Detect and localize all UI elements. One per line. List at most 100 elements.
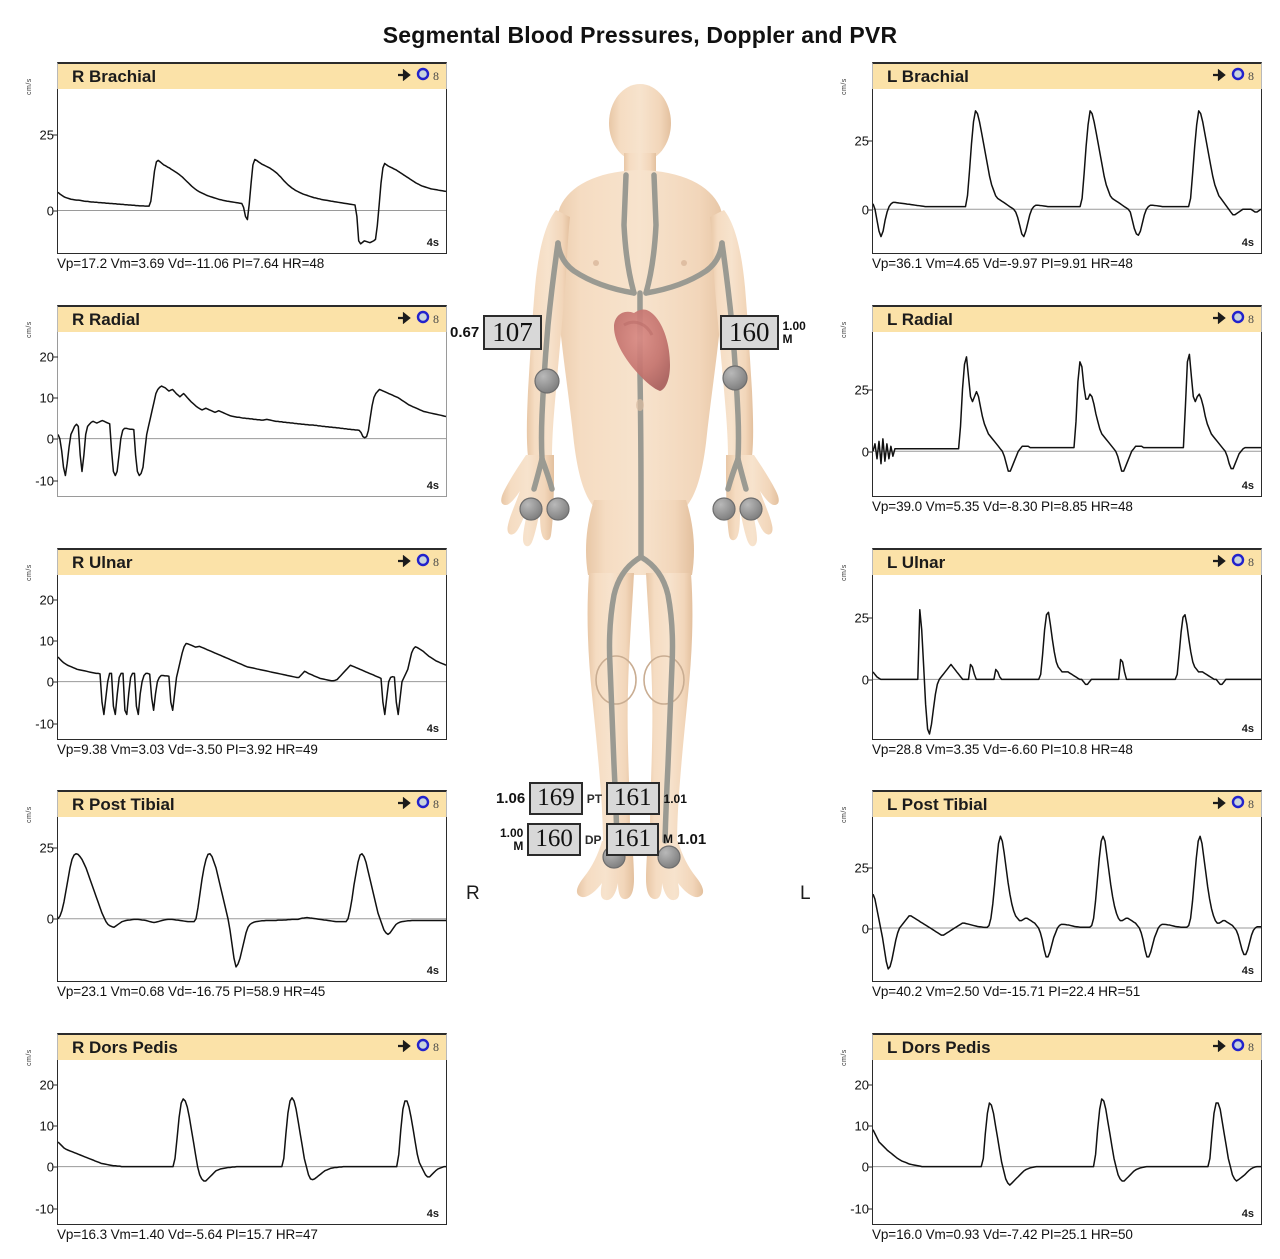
panel-stats-r-dors-pedis: Vp=16.3 Vm=1.40 Vd=-5.64 PI=15.7 HR=47 bbox=[57, 1227, 318, 1242]
y-axis-unit: cm/s bbox=[841, 806, 848, 823]
probe-right-radial bbox=[519, 497, 543, 521]
arrow-right-icon[interactable] bbox=[398, 1039, 413, 1057]
time-scale-label: 4s bbox=[1241, 1208, 1254, 1220]
circle-icon[interactable] bbox=[1231, 1038, 1245, 1057]
y-tick-mark bbox=[53, 1166, 58, 1168]
panel-header-number: 8 bbox=[1248, 69, 1254, 83]
panel-header-icons: 8 bbox=[398, 1038, 439, 1057]
y-tick-mark bbox=[53, 918, 58, 920]
y-tick-label: 20 bbox=[39, 592, 54, 608]
arrow-right-icon[interactable] bbox=[1213, 1039, 1228, 1057]
y-tick-label: 25 bbox=[854, 133, 869, 149]
waveform-svg-l-post-tibial bbox=[873, 817, 1261, 981]
pressure-value-left-pt: 161 bbox=[606, 782, 660, 815]
y-tick-label: 0 bbox=[861, 921, 869, 937]
panel-header-icons: 8 bbox=[398, 67, 439, 86]
page-title: Segmental Blood Pressures, Doppler and P… bbox=[382, 22, 898, 48]
probe-left-ankle bbox=[657, 845, 681, 869]
circle-icon[interactable] bbox=[416, 1038, 430, 1057]
arrow-right-icon[interactable] bbox=[398, 68, 413, 86]
time-scale-label: 4s bbox=[1241, 480, 1254, 492]
y-tick-mark bbox=[53, 480, 58, 481]
arrow-right-icon[interactable] bbox=[1213, 796, 1228, 814]
pressure-right-arm: 0.67 107 bbox=[450, 315, 542, 351]
y-tick-mark bbox=[53, 356, 58, 358]
arrow-right-icon[interactable] bbox=[1213, 554, 1228, 572]
abi-right-pt: 1.06 bbox=[496, 790, 526, 807]
panel-title-l-post-tibial: L Post Tibial bbox=[887, 794, 988, 814]
pressure-value-right-pt: 169 bbox=[529, 782, 583, 815]
panel-title-r-post-tibial: R Post Tibial bbox=[72, 794, 175, 814]
circle-icon[interactable] bbox=[416, 553, 430, 572]
arrow-right-icon[interactable] bbox=[398, 796, 413, 814]
panel-header-number: 8 bbox=[433, 1040, 439, 1054]
y-tick-label: 0 bbox=[861, 672, 869, 688]
arrow-right-icon[interactable] bbox=[398, 311, 413, 329]
time-scale-label: 4s bbox=[426, 1208, 439, 1220]
y-tick-mark bbox=[868, 679, 873, 681]
circle-icon[interactable] bbox=[1231, 310, 1245, 329]
panel-stats-r-brachial: Vp=17.2 Vm=3.69 Vd=-11.06 PI=7.64 HR=48 bbox=[57, 256, 325, 271]
circle-icon[interactable] bbox=[1231, 795, 1245, 814]
y-tick-label: 10 bbox=[39, 1118, 54, 1134]
panel-header-r-post-tibial: R Post Tibial 8 bbox=[57, 790, 447, 817]
y-tick-label: 25 bbox=[854, 610, 869, 625]
y-tick-mark bbox=[53, 723, 58, 724]
y-tick-label: 0 bbox=[861, 1159, 869, 1175]
probe-left-ulnar bbox=[712, 497, 736, 521]
segment-label-dp: DP bbox=[584, 832, 602, 847]
time-scale-label: 4s bbox=[426, 237, 439, 249]
panel-header-number: 8 bbox=[1248, 555, 1254, 569]
panel-header-icons: 8 bbox=[398, 553, 439, 572]
y-axis-unit: cm/s bbox=[26, 564, 33, 581]
y-tick-label: 0 bbox=[46, 911, 54, 927]
abi-right-dp: 1.00 bbox=[500, 825, 524, 840]
y-tick-mark bbox=[868, 1125, 873, 1127]
panel-header-number: 8 bbox=[433, 312, 439, 326]
arrow-right-icon[interactable] bbox=[1213, 68, 1228, 86]
abi-left-pt: 1.01 bbox=[663, 791, 687, 806]
y-tick-mark bbox=[53, 1208, 58, 1209]
circle-icon[interactable] bbox=[1231, 553, 1245, 572]
y-tick-mark bbox=[53, 681, 58, 683]
circle-icon[interactable] bbox=[416, 310, 430, 329]
pressure-value-right-arm: 107 bbox=[483, 315, 542, 351]
y-tick-mark bbox=[53, 1084, 58, 1086]
circle-icon[interactable] bbox=[416, 795, 430, 814]
abi-left-arm-suffix: M bbox=[782, 331, 793, 346]
time-scale-label: 4s bbox=[1241, 723, 1254, 735]
waveform-svg-l-dors-pedis bbox=[873, 1060, 1261, 1224]
y-tick-mark bbox=[868, 389, 873, 390]
y-tick-mark bbox=[868, 209, 873, 211]
panel-header-icons: 8 bbox=[398, 795, 439, 814]
circle-icon[interactable] bbox=[1231, 67, 1245, 86]
panel-header-icons: 8 bbox=[398, 310, 439, 329]
arrow-right-icon[interactable] bbox=[398, 554, 413, 572]
y-axis-unit: cm/s bbox=[841, 564, 848, 581]
arrow-right-icon[interactable] bbox=[1213, 311, 1228, 329]
panel-stats-l-radial: Vp=39.0 Vm=5.35 Vd=-8.30 PI=8.85 HR=48 bbox=[872, 499, 1133, 514]
waveform-svg-r-ulnar bbox=[58, 575, 446, 739]
probe-left-brachial bbox=[722, 365, 748, 391]
time-scale-label: 4s bbox=[1241, 237, 1254, 249]
circle-icon[interactable] bbox=[416, 67, 430, 86]
y-tick-label: 0 bbox=[861, 444, 869, 460]
